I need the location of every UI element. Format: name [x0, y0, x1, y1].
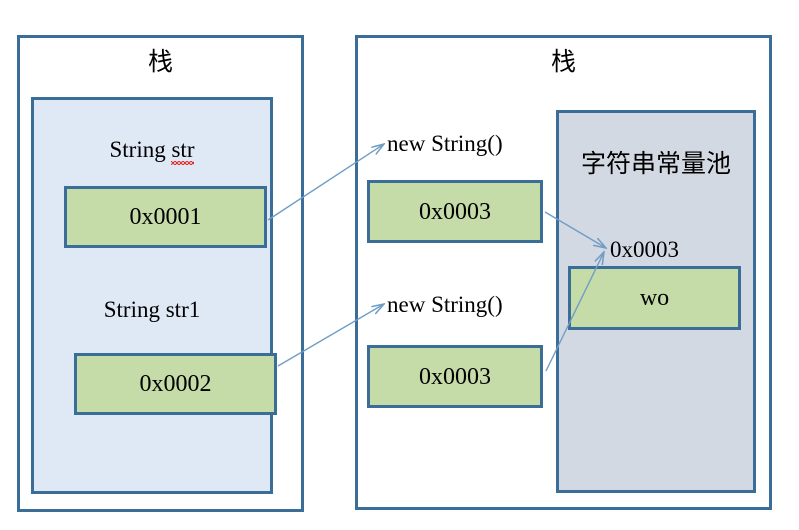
variable-label-str: String str: [31, 137, 273, 165]
variable-label-str-prefix: String: [109, 137, 172, 162]
heap-object-label-2: new String(): [387, 292, 503, 317]
constant-pool-value-cell: wo: [568, 266, 741, 330]
heap-object-cell-1: 0x0003: [367, 180, 543, 243]
stack-frame-right-title: 栈: [550, 49, 576, 76]
stack-variables-panel: [31, 97, 273, 494]
string-constant-pool-title: 字符串常量池: [580, 151, 731, 178]
constant-pool-address-label: 0x0003: [610, 237, 679, 262]
heap-object-label-1: new String(): [387, 131, 503, 156]
stack-cell-str-value: 0x0001: [64, 186, 267, 248]
variable-label-str-misspelled: str: [171, 137, 195, 165]
stack-frame-left-title: 栈: [147, 49, 173, 76]
variable-label-str1: String str1: [103, 297, 201, 322]
heap-object-cell-2: 0x0003: [367, 345, 543, 408]
stack-cell-str1-value: 0x0002: [74, 353, 277, 415]
